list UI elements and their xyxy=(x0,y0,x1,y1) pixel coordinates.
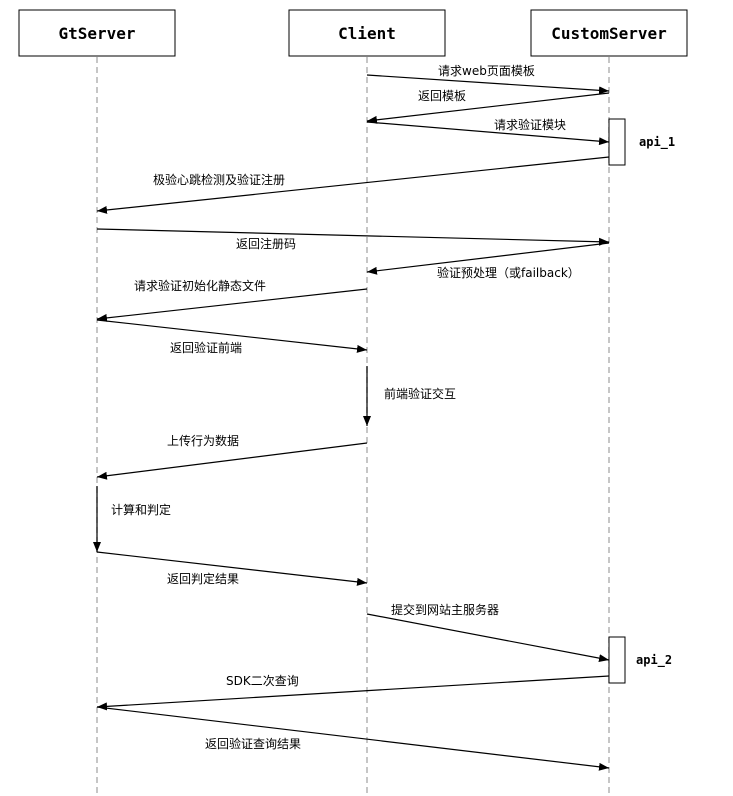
actor-label: GtServer xyxy=(58,24,135,43)
message-label: 返回模板 xyxy=(418,89,466,103)
message-arrow xyxy=(96,551,368,586)
message-label: 请求验证初始化静态文件 xyxy=(134,278,266,293)
message-arrow xyxy=(96,706,610,771)
message-2: 返回模板 xyxy=(366,89,610,124)
message-11: 计算和判定 xyxy=(93,486,171,552)
message-arrow xyxy=(96,319,368,353)
actor-label: CustomServer xyxy=(551,24,667,43)
actor-box xyxy=(18,9,176,57)
message-arrow xyxy=(366,121,610,146)
message-6: 验证预处理（或failback） xyxy=(366,242,610,280)
actor-customserver: CustomServer xyxy=(530,9,688,57)
message-14: SDK二次查询 xyxy=(96,674,610,711)
actor-box xyxy=(530,9,688,57)
message-label: 上传行为数据 xyxy=(167,433,239,448)
actor-box xyxy=(288,9,446,57)
message-arrow xyxy=(96,675,610,711)
message-label: 请求web页面模板 xyxy=(438,64,535,78)
message-arrow xyxy=(96,442,368,480)
message-label: 返回验证前端 xyxy=(170,340,242,355)
message-arrow xyxy=(96,288,368,322)
message-arrow xyxy=(96,156,610,214)
message-arrow xyxy=(366,242,610,275)
message-label: 返回判定结果 xyxy=(167,571,239,586)
message-label: 提交到网站主服务器 xyxy=(391,602,499,617)
message-arrow xyxy=(96,228,610,246)
message-9: 前端验证交互 xyxy=(363,366,456,426)
message-15: 返回验证查询结果 xyxy=(96,706,610,771)
message-label: 验证预处理（或failback） xyxy=(437,265,580,280)
message-label: 极验心跳检测及验证注册 xyxy=(153,172,285,187)
message-label: 返回验证查询结果 xyxy=(205,736,301,751)
message-arrow xyxy=(366,613,610,663)
message-label: 返回注册码 xyxy=(236,236,296,251)
activation-box xyxy=(608,636,626,684)
message-label: 计算和判定 xyxy=(111,502,171,517)
message-12: 返回判定结果 xyxy=(96,551,368,586)
actor-client: Client xyxy=(288,9,446,57)
activation-api-1: api_1 xyxy=(608,118,675,166)
message-13: 提交到网站主服务器 xyxy=(366,602,610,663)
actor-gtserver: GtServer xyxy=(18,9,176,57)
message-7: 请求验证初始化静态文件 xyxy=(96,278,368,322)
message-8: 返回验证前端 xyxy=(96,319,368,355)
message-label: SDK二次查询 xyxy=(226,674,299,688)
message-label: 请求验证模块 xyxy=(494,117,566,132)
message-3: 请求验证模块 xyxy=(366,117,610,146)
actor-label: Client xyxy=(338,24,396,43)
message-10: 上传行为数据 xyxy=(96,433,368,480)
activation-label: api_1 xyxy=(639,135,675,150)
activation-box xyxy=(608,118,626,166)
message-1: 请求web页面模板 xyxy=(366,64,610,95)
message-arrow xyxy=(366,74,610,95)
message-arrow xyxy=(366,92,610,124)
message-4: 极验心跳检测及验证注册 xyxy=(96,156,610,214)
message-label: 前端验证交互 xyxy=(384,386,456,401)
activation-api-2: api_2 xyxy=(608,636,672,684)
activation-label: api_2 xyxy=(636,653,672,668)
message-5: 返回注册码 xyxy=(96,228,610,251)
